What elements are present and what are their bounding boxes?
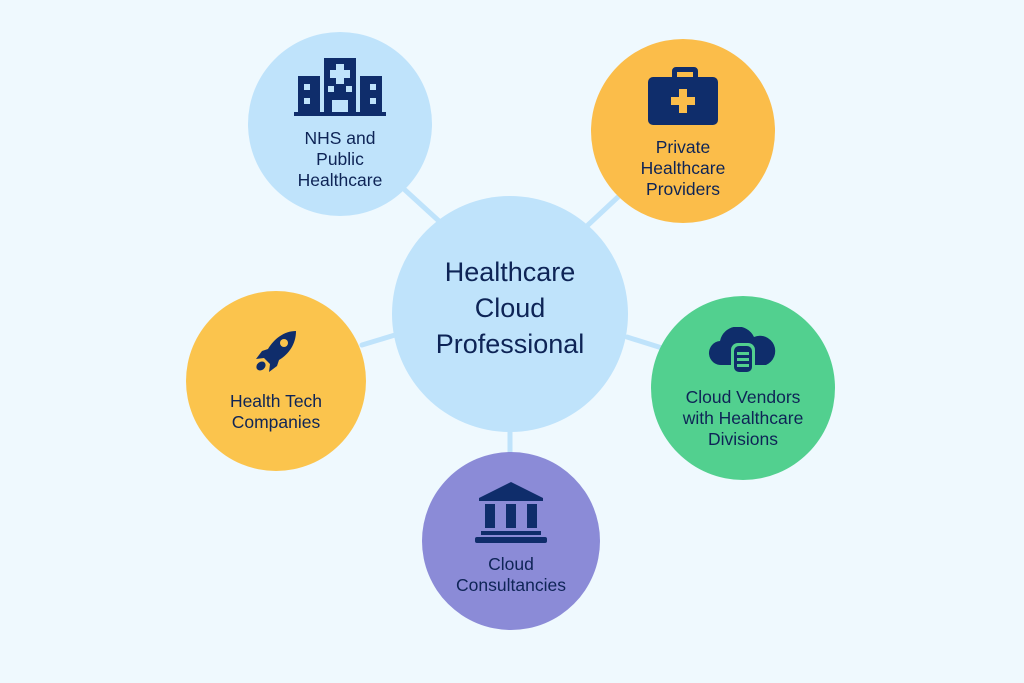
- node-label: Cloud Consultancies: [456, 554, 566, 595]
- node-label: Private Healthcare Providers: [640, 136, 726, 199]
- connector-cloud-vendors: [624, 334, 665, 351]
- rocket-icon: [256, 331, 296, 372]
- node-health-tech-companies: Health Tech Companies: [186, 291, 366, 471]
- hospital-icon: [294, 57, 386, 116]
- node-private-healthcare-providers: Private Healthcare Providers: [591, 39, 775, 223]
- connector-private: [585, 194, 621, 228]
- institution-icon: [475, 482, 547, 543]
- node-label: Health Tech Companies: [229, 391, 323, 432]
- hub-label: Healthcare Cloud Professional: [435, 257, 585, 359]
- node-cloud-vendors: Cloud Vendors with Healthcare Divisions: [651, 296, 835, 480]
- hub-healthcare-cloud-professional: Healthcare Cloud Professional: [392, 196, 628, 432]
- medical-briefcase-icon: [648, 66, 718, 125]
- node-label: NHS and Public Healthcare: [297, 127, 383, 190]
- connector-nhs: [402, 187, 443, 225]
- cloud-server-icon: [709, 326, 776, 375]
- node-cloud-consultancies: Cloud Consultancies: [422, 452, 600, 630]
- connector-health-tech: [359, 332, 398, 348]
- node-label: Cloud Vendors with Healthcare Divisions: [682, 386, 804, 449]
- node-nhs-public-healthcare: NHS and Public Healthcare: [248, 32, 432, 216]
